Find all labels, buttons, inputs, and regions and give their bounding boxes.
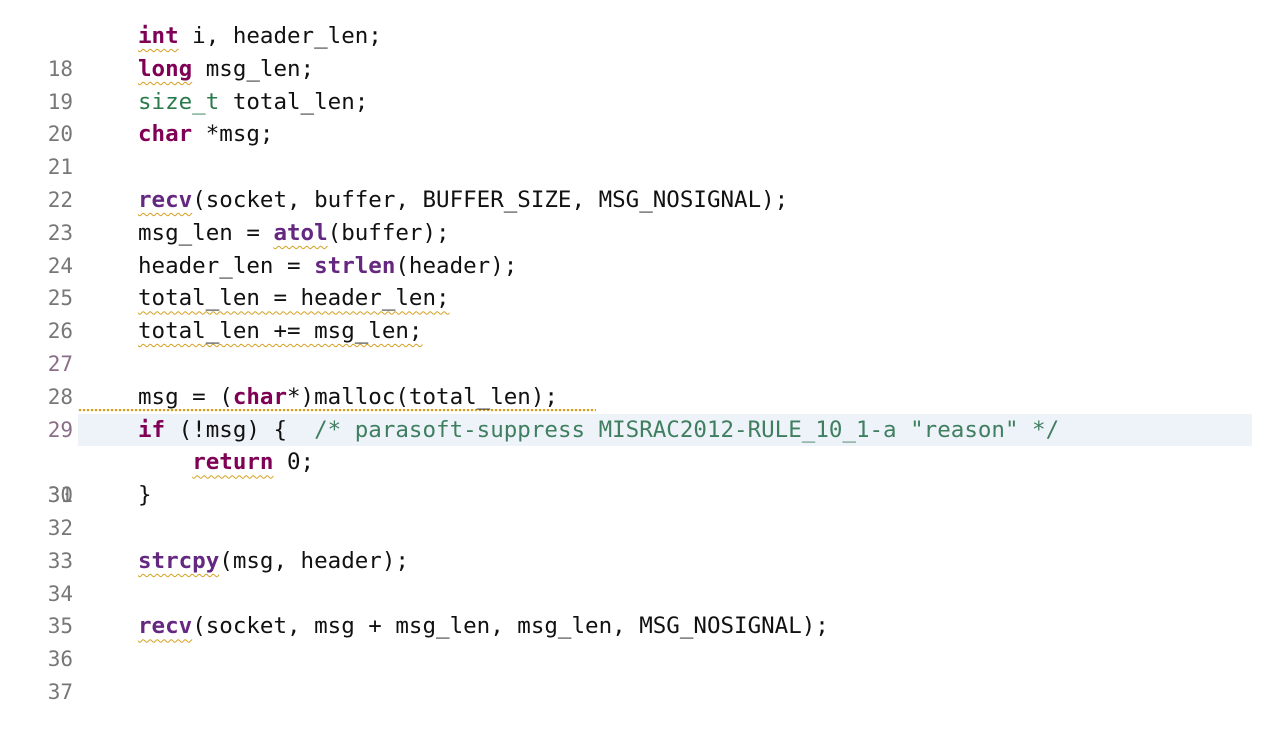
code-line-36[interactable]: 36 recv(socket, msg + msg_len, msg_len, …: [0, 610, 1280, 671]
code-editor[interactable]: 18 int i, header_len; 19 long msg_len; 2…: [0, 20, 1280, 704]
code-line-25[interactable]: 25 header_len = strlen(header);: [0, 250, 1280, 311]
line-number: 36: [47, 647, 73, 672]
current-line-highlight: [78, 413, 1252, 447]
code-line-28[interactable]: 28: [0, 348, 1280, 409]
line-number: 21: [47, 155, 73, 180]
code-text: if (!msg) { /* parasoft-suppress MISRAC2…: [138, 416, 1060, 443]
code-text: return 0;: [192, 449, 315, 476]
code-line-29[interactable]: 29 msg = (char*)malloc(total_len);: [0, 381, 1280, 442]
line-number: 37: [47, 679, 73, 704]
code-text: total_len += msg_len;: [138, 318, 423, 345]
code-line-24[interactable]: 24 msg_len = atol(buffer);: [0, 217, 1280, 278]
code-line-31[interactable]: 31 return 0;: [0, 446, 1280, 507]
code-line-34[interactable]: 34 strcpy(msg, header);: [0, 545, 1280, 606]
line-number: 22: [47, 187, 73, 212]
code-line-20[interactable]: 20 size_t total_len;: [0, 86, 1280, 147]
code-line-21[interactable]: 21 char *msg;: [0, 118, 1280, 179]
line-number: 29: [47, 417, 73, 442]
line-number: 34: [47, 581, 73, 606]
warning-squiggle: [78, 408, 596, 412]
line-number: 35: [47, 614, 73, 639]
code-text: msg_len = atol(buffer);: [138, 219, 450, 246]
code-text: size_t total_len;: [138, 88, 369, 115]
code-text: char *msg;: [138, 121, 274, 148]
code-text: total_len = header_len;: [138, 285, 450, 312]
line-number: 18: [47, 56, 73, 81]
code-line-26[interactable]: 26 total_len = header_len;: [0, 282, 1280, 343]
code-line-35[interactable]: 35: [0, 578, 1280, 638]
code-line-19[interactable]: 19 long msg_len;: [0, 53, 1280, 114]
line-number: 33: [47, 548, 73, 573]
code-line-23[interactable]: 23 recv(socket, buffer, BUFFER_SIZE, MSG…: [0, 184, 1280, 245]
code-text: header_len = strlen(header);: [138, 252, 518, 279]
code-text: strcpy(msg, header);: [138, 547, 409, 574]
code-text: int i, header_len;: [138, 23, 382, 49]
line-number: 23: [47, 220, 73, 245]
line-number: 32: [47, 515, 73, 540]
code-text: msg = (char*)malloc(total_len);: [138, 383, 558, 410]
code-line-22[interactable]: 22: [0, 151, 1280, 212]
code-text: long msg_len;: [138, 55, 315, 82]
line-number: 26: [47, 319, 73, 344]
code-text: recv(socket, buffer, BUFFER_SIZE, MSG_NO…: [138, 186, 789, 213]
line-number: 25: [47, 286, 73, 311]
line-number: 27: [47, 351, 73, 376]
line-number: 28: [47, 384, 73, 409]
code-line-32[interactable]: 32 }: [0, 479, 1280, 540]
line-number: 31: [47, 483, 73, 508]
code-line-18[interactable]: 18 int i, header_len;: [0, 20, 1280, 81]
code-line-37[interactable]: 37: [0, 643, 1280, 704]
code-line-27[interactable]: 27 total_len += msg_len;: [0, 315, 1280, 376]
code-line-30[interactable]: 30 if (!msg) { /* parasoft-suppress MISR…: [0, 413, 1280, 507]
line-number: 20: [47, 122, 73, 147]
line-number: 24: [47, 253, 73, 278]
line-number: 19: [47, 89, 73, 114]
code-line-33[interactable]: 33: [0, 512, 1280, 573]
code-text: }: [138, 482, 152, 509]
line-number: 30: [47, 483, 73, 508]
suppression-comment: /* parasoft-suppress MISRAC2012-RULE_10_…: [314, 416, 1060, 443]
code-text: recv(socket, msg + msg_len, msg_len, MSG…: [138, 613, 829, 640]
